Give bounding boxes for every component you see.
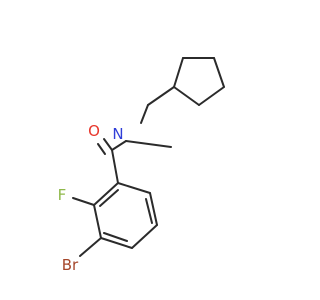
bond-cp5-cp1 — [173, 86, 200, 106]
bond-carbonyl-o-1 — [103, 138, 113, 151]
bond-carbonyl-ring — [111, 149, 119, 184]
structure-canvas: O N F Br — [57, 57, 225, 274]
bond-n-methyl — [125, 140, 172, 148]
bond-ring-c6-c1 — [93, 182, 119, 206]
bond-ring-c3-c4 — [131, 224, 158, 249]
bond-cp1-cp2 — [173, 57, 184, 88]
bond-ring-c2-c3 — [149, 192, 158, 226]
atom-label-nitrogen: N — [112, 125, 123, 143]
bond-ring-c4-c5 — [100, 237, 133, 249]
bond-cp4-cp5 — [198, 86, 225, 106]
bond-ring-br — [79, 237, 102, 257]
atom-label-oxygen: O — [88, 122, 100, 140]
bond-cp3-cp4 — [213, 57, 225, 88]
bond-ch2-n — [140, 104, 149, 124]
atom-label-fluorine: F — [58, 186, 67, 204]
bond-ring-f — [72, 197, 95, 206]
bond-ring-inner-2 — [103, 232, 128, 242]
bond-ring-inner-3 — [99, 189, 119, 207]
bond-cp1-ch2 — [147, 86, 175, 106]
bond-carbonyl-o-2 — [97, 143, 106, 155]
bond-ring-c1-c2 — [117, 182, 151, 194]
bond-n-carbonyl — [111, 140, 127, 151]
bond-ring-c5-c6 — [93, 204, 102, 239]
atom-label-bromine: Br — [62, 256, 79, 274]
bond-ring-inner-1 — [145, 198, 153, 224]
molecule-diagram: O N F Br — [58, 57, 225, 274]
